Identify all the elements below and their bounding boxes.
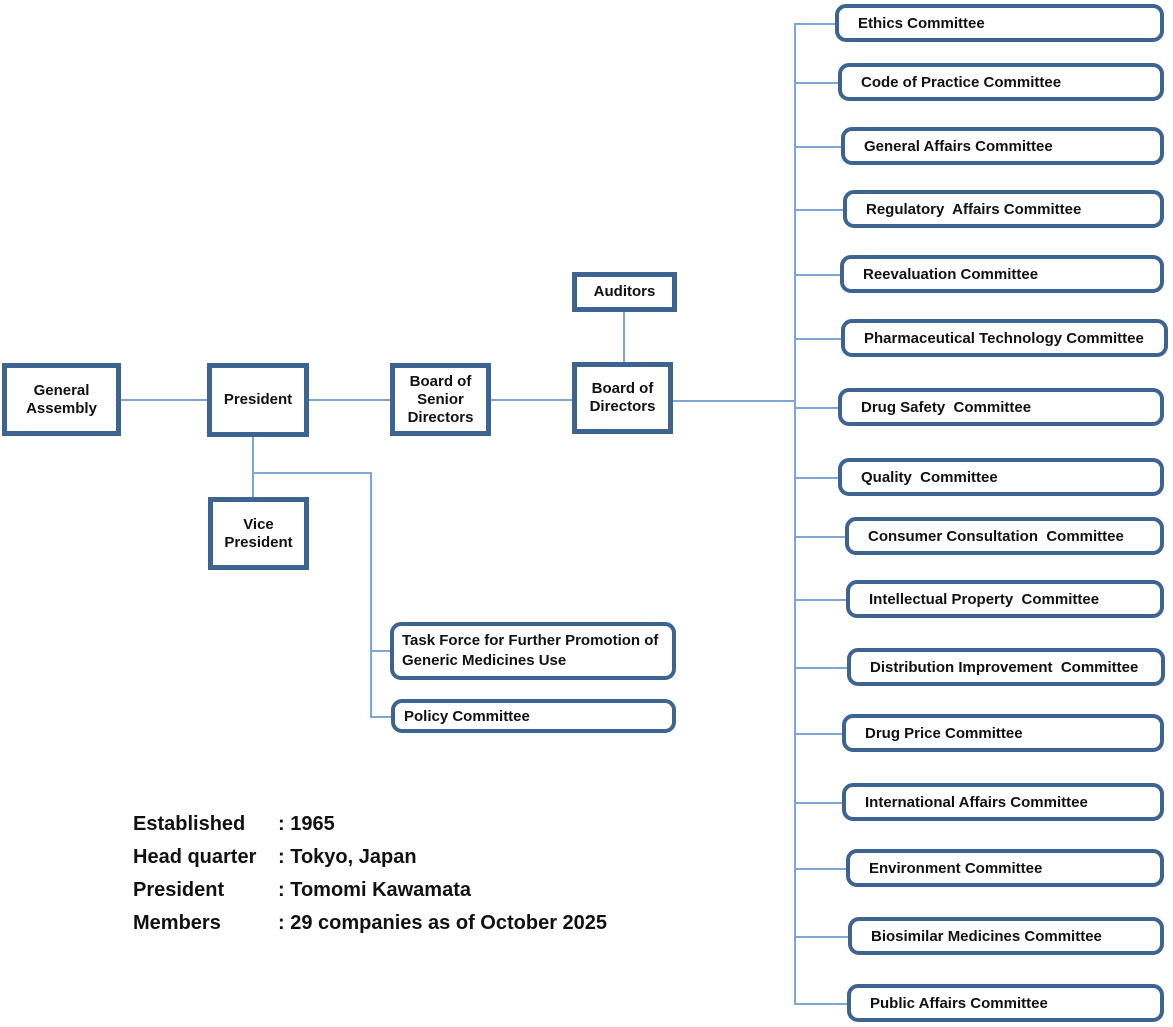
- info-row: Members : 29 companies as of October 202…: [133, 907, 607, 940]
- node-board-of-directors: Board of Directors: [572, 362, 673, 434]
- node-general-assembly: General Assembly: [2, 363, 121, 436]
- committee-label: Quality Committee: [861, 468, 998, 486]
- committee-box: Quality Committee: [838, 458, 1164, 496]
- committee-box: Reevaluation Committee: [840, 255, 1164, 293]
- info-label: Members: [133, 912, 221, 934]
- info-label: Head quarter: [133, 846, 257, 868]
- connector-trunk: [794, 23, 796, 1003]
- committee-label: Pharmaceutical Technology Committee: [864, 329, 1144, 347]
- connector-branch: [794, 936, 848, 938]
- connector-line: [252, 437, 254, 497]
- committee-box: Pharmaceutical Technology Committee: [841, 319, 1168, 357]
- info-value: : 1965: [278, 813, 335, 835]
- association-info: Established : 1965 Head quarter : Tokyo,…: [133, 808, 607, 940]
- committee-box: Biosimilar Medicines Committee: [848, 917, 1164, 955]
- committee-box: General Affairs Committee: [841, 127, 1164, 165]
- connector-branch: [794, 82, 838, 84]
- info-row: Head quarter : Tokyo, Japan: [133, 841, 607, 874]
- committee-box: Regulatory Affairs Committee: [843, 190, 1164, 228]
- node-vice-president: Vice President: [208, 497, 309, 570]
- committee-box: Distribution Improvement Committee: [847, 648, 1165, 686]
- connector-line: [623, 312, 625, 362]
- connector-branch: [794, 209, 843, 211]
- connector-line: [370, 472, 372, 718]
- connector-line: [309, 399, 390, 401]
- committee-label: Code of Practice Committee: [861, 73, 1062, 91]
- task-force-label: Task Force for Further Promotion of Gene…: [402, 632, 659, 669]
- connector-branch: [794, 802, 842, 804]
- node-board-of-senior-directors: Board of Senior Directors: [390, 363, 491, 436]
- committee-label: International Affairs Committee: [865, 793, 1088, 811]
- committee-label: Consumer Consultation Committee: [868, 527, 1124, 545]
- committee-label: Reevaluation Committee: [863, 265, 1039, 283]
- committee-label: Environment Committee: [869, 859, 1043, 877]
- connector-branch: [794, 1003, 847, 1005]
- connector-branch: [794, 667, 847, 669]
- connector-branch: [794, 477, 838, 479]
- connector-branch: [794, 407, 838, 409]
- connector-branch: [794, 868, 846, 870]
- committee-box: Code of Practice Committee: [838, 63, 1164, 101]
- node-auditors: Auditors: [572, 272, 677, 312]
- committee-box: Ethics Committee: [835, 4, 1164, 42]
- node-task-force: Task Force for Further Promotion of Gene…: [390, 622, 676, 680]
- connector-line: [252, 472, 371, 474]
- info-label: President: [133, 879, 225, 901]
- connector-branch: [794, 274, 840, 276]
- connector-line: [370, 650, 392, 652]
- committee-label: General Affairs Committee: [864, 137, 1053, 155]
- committee-box: Intellectual Property Committee: [846, 580, 1164, 618]
- connector-line: [491, 399, 572, 401]
- committee-box: Consumer Consultation Committee: [845, 517, 1164, 555]
- info-label: Established: [133, 813, 246, 835]
- committee-label: Public Affairs Committee: [870, 994, 1048, 1012]
- committee-label: Regulatory Affairs Committee: [866, 200, 1082, 218]
- connector-branch: [794, 733, 842, 735]
- committee-label: Biosimilar Medicines Committee: [871, 927, 1102, 945]
- committee-label: Drug Safety Committee: [861, 398, 1032, 416]
- committee-box: International Affairs Committee: [842, 783, 1164, 821]
- committee-label: Distribution Improvement Committee: [870, 658, 1139, 676]
- committee-label: Ethics Committee: [858, 14, 985, 32]
- committee-label: Drug Price Committee: [865, 724, 1023, 742]
- connector-branch: [794, 599, 846, 601]
- policy-committee-label: Policy Committee: [404, 707, 530, 725]
- committee-box: Drug Safety Committee: [838, 388, 1164, 426]
- node-policy-committee: Policy Committee: [391, 699, 676, 733]
- info-value: : Tomomi Kawamata: [278, 879, 471, 901]
- connector-line: [121, 399, 207, 401]
- connector-line: [673, 400, 795, 402]
- info-value: : Tokyo, Japan: [278, 846, 417, 868]
- connector-branch: [794, 146, 841, 148]
- node-president: President: [207, 363, 309, 437]
- committee-box: Public Affairs Committee: [847, 984, 1164, 1022]
- connector-branch: [794, 23, 835, 25]
- connector-line: [370, 716, 393, 718]
- committee-label: Intellectual Property Committee: [869, 590, 1100, 608]
- committee-box: Environment Committee: [846, 849, 1164, 887]
- committee-box: Drug Price Committee: [842, 714, 1164, 752]
- info-row: President : Tomomi Kawamata: [133, 874, 607, 907]
- info-row: Established : 1965: [133, 808, 607, 841]
- info-value: : 29 companies as of October 2025: [278, 912, 608, 934]
- connector-branch: [794, 338, 841, 340]
- connector-branch: [794, 536, 845, 538]
